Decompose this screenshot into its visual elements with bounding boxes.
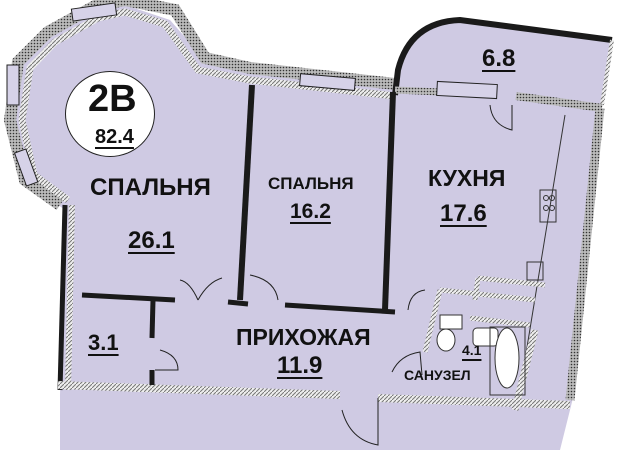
- room-name-bathroom: САНУЗЕЛ: [404, 367, 471, 383]
- partition-bedrooms: [237, 84, 255, 301]
- room-area-bedroom-2: 16.2: [290, 200, 331, 223]
- room-name-kitchen: КУХНЯ: [428, 165, 506, 191]
- balcony-wall: [392, 16, 613, 96]
- room-name-bedroom-1: СПАЛЬНЯ: [90, 174, 211, 201]
- apartment-type: 2В: [88, 78, 137, 120]
- room-area-hallway: 11.9: [277, 352, 323, 379]
- bottom-wall: [57, 381, 341, 399]
- room-area-kitchen: 17.6: [440, 200, 487, 227]
- room-name-bedroom-2: СПАЛЬНЯ: [268, 174, 354, 193]
- room-area-balcony: 6.8: [482, 45, 516, 72]
- apartment-badge: [65, 71, 155, 157]
- partition-kitchen: [382, 91, 396, 311]
- room-name-hallway: ПРИХОЖАЯ: [236, 324, 371, 350]
- room-area-bathroom: 4.1: [462, 342, 482, 358]
- room-area-bedroom-1: 26.1: [128, 227, 175, 254]
- floor-area: [8, 5, 612, 450]
- room-area-storage: 3.1: [88, 330, 119, 355]
- apartment-total-area: 82.4: [95, 126, 134, 148]
